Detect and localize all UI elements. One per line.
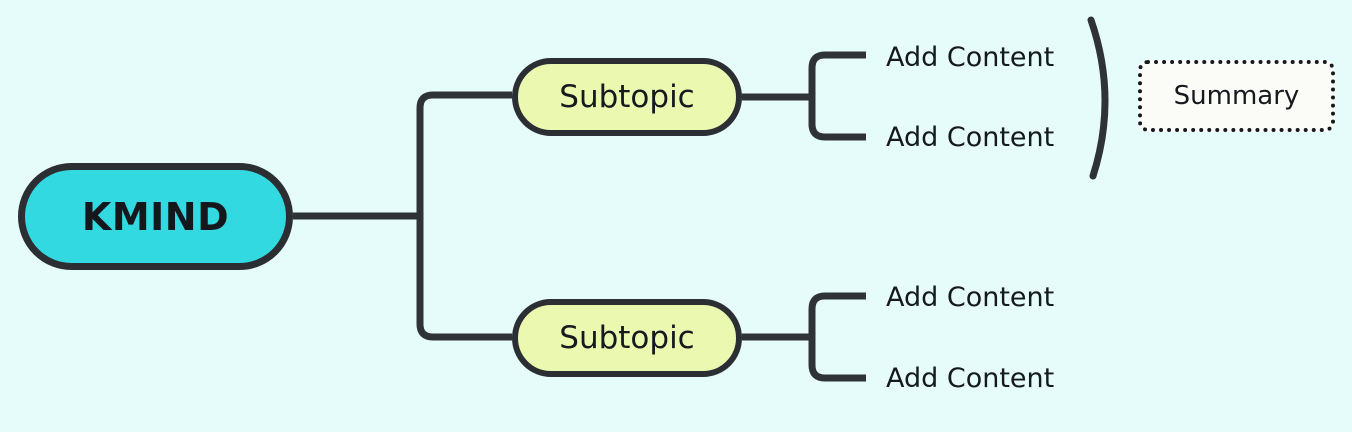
leaf-node-add-content-2[interactable]: Add Content	[886, 122, 1055, 153]
leaf-node-add-content-4[interactable]: Add Content	[886, 363, 1055, 394]
root-node-kmind[interactable]: KMIND	[18, 163, 293, 270]
subtopic-node-2[interactable]: Subtopic	[512, 299, 742, 377]
leaf-node-add-content-1[interactable]: Add Content	[886, 42, 1055, 73]
summary-node[interactable]: Summary	[1138, 60, 1335, 132]
leaf-node-add-content-3[interactable]: Add Content	[886, 282, 1055, 313]
subtopic-node-1[interactable]: Subtopic	[512, 58, 742, 136]
